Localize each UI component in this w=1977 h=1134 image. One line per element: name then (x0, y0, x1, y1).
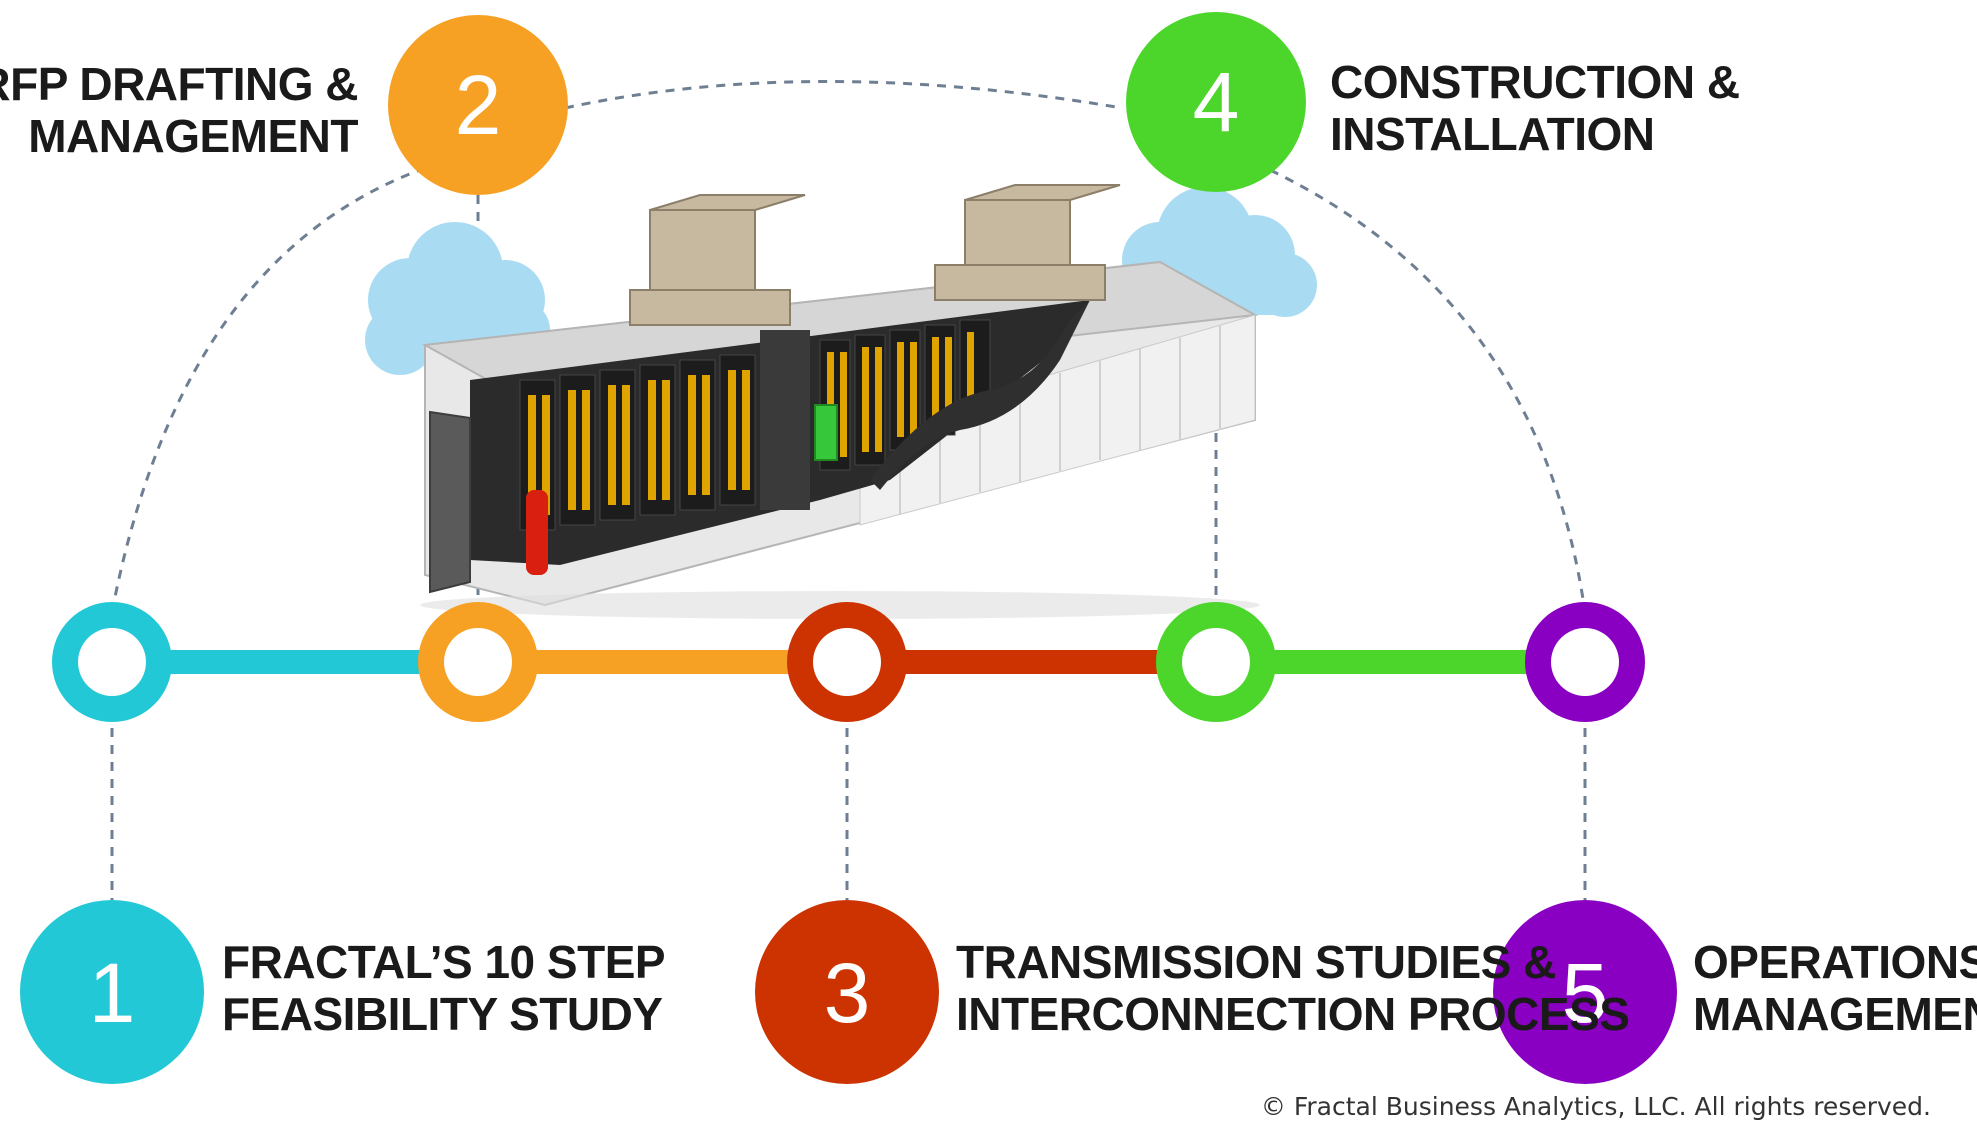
timeline-node-3 (787, 602, 907, 722)
step-3-label-line2: INTERCONNECTION PROCESS (956, 988, 1629, 1040)
step-5-label-line1: OPERATIONS & (1693, 936, 1977, 988)
step-3-label-line1: TRANSMISSION STUDIES & (956, 936, 1556, 988)
step-2-label-line2: MANAGEMENT (28, 110, 358, 162)
timeline-node-4 (1156, 602, 1276, 722)
dashed-arc (110, 80, 1587, 613)
step-2-label-line1: RFP DRAFTING & (0, 58, 358, 110)
step-number-2: 2 (455, 58, 502, 152)
step-number-4: 4 (1193, 55, 1240, 149)
timeline-bar (112, 650, 1585, 674)
step-number-3: 3 (824, 946, 871, 1040)
battery-container-illustration (420, 184, 1260, 619)
step-1-label-line2: FEASIBILITY STUDY (222, 988, 662, 1040)
step-badge-1: 1 (20, 900, 204, 1084)
step-badge-5: 5 (1493, 900, 1677, 1084)
step-1-label-line1: FRACTAL’S 10 STEP (222, 936, 665, 988)
step-4-label-line1: CONSTRUCTION & (1330, 56, 1740, 108)
step-badge-4: 4 (1126, 12, 1306, 192)
step-5-label-line2: MANAGEMENT (1693, 988, 1977, 1040)
step-badge-2: 2 (388, 15, 568, 195)
step-number-5: 5 (1562, 946, 1609, 1040)
copyright-notice: © Fractal Business Analytics, LLC. All r… (1260, 1092, 1931, 1121)
timeline-node-2 (418, 602, 538, 722)
step-4-label-line2: INSTALLATION (1330, 108, 1654, 160)
step-badge-3: 3 (755, 900, 939, 1084)
timeline-node-5 (1525, 602, 1645, 722)
timeline-node-1 (52, 602, 172, 722)
step-number-1: 1 (89, 946, 136, 1040)
